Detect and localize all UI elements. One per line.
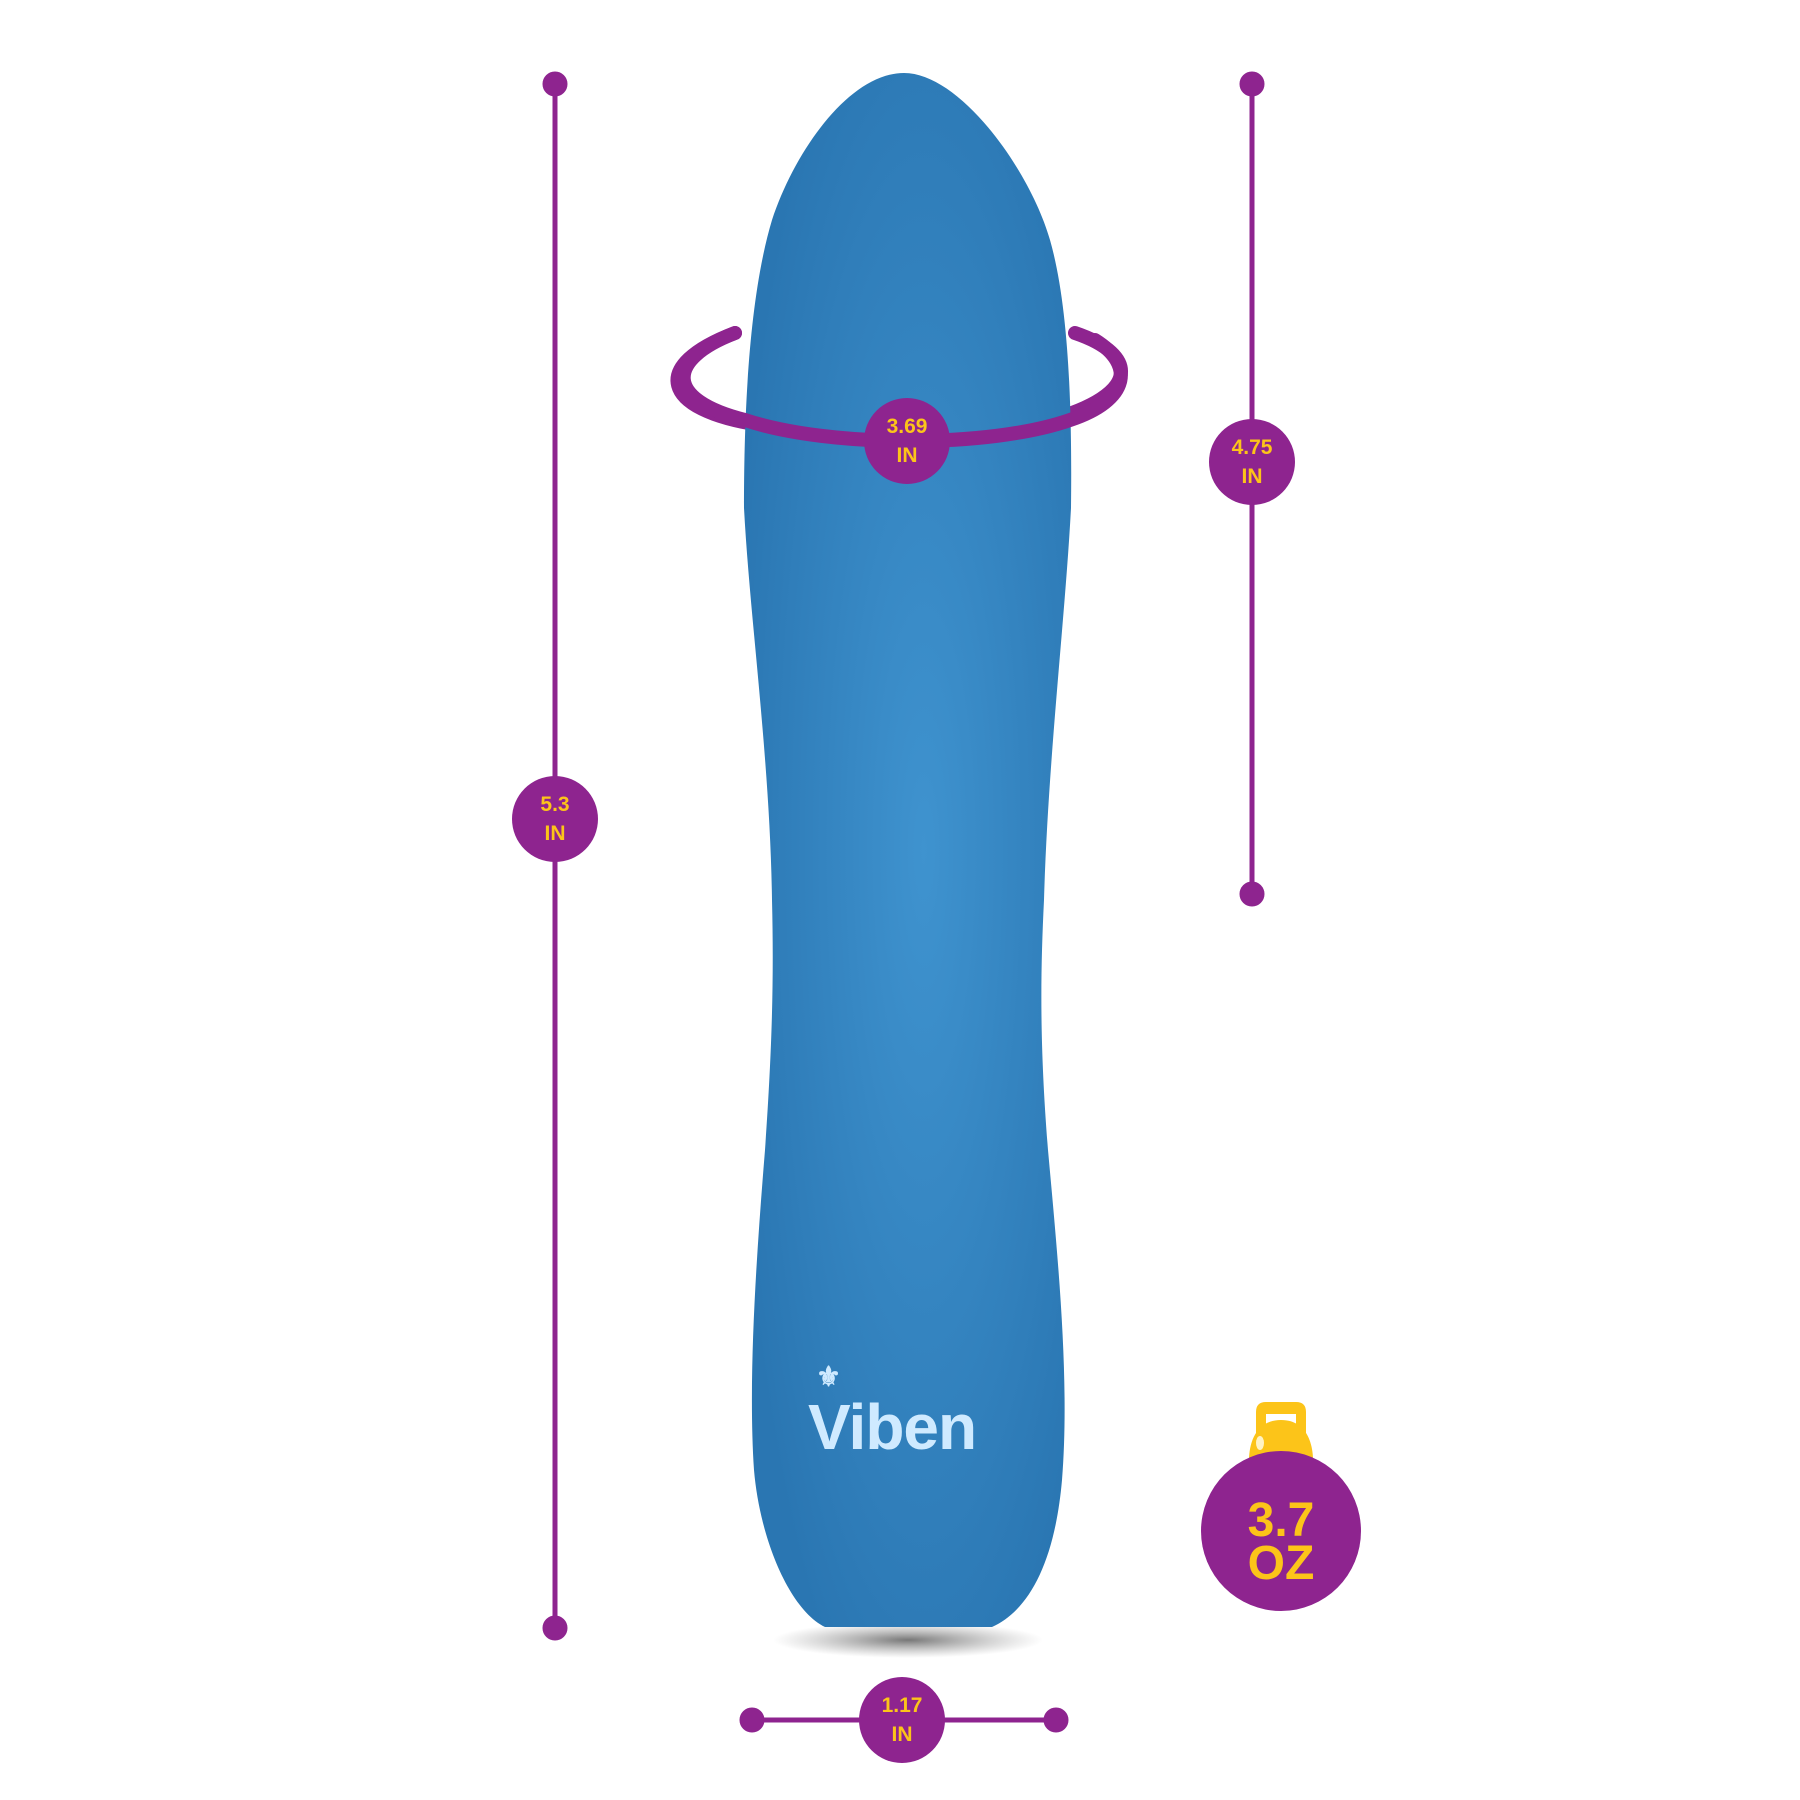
circumference-value: 3.69 (886, 414, 928, 438)
weight-value: 3.7 (1247, 1493, 1315, 1547)
diameter-value: 1.17 (881, 1693, 923, 1717)
total-length-unit: IN (544, 822, 566, 845)
diameter-unit: IN (891, 1723, 913, 1746)
insertable-length-value: 4.75 (1231, 435, 1273, 459)
circumference-ring-front (738, 333, 1128, 448)
total-length-value: 5.3 (540, 792, 570, 816)
brand-logo: ⚜Viben (808, 1361, 977, 1463)
circumference-unit: IN (896, 444, 918, 467)
product-shadow (773, 1622, 1043, 1658)
product-body (744, 73, 1072, 1627)
diameter-label: 1.17 IN (859, 1677, 945, 1763)
circumference-label: 3.69 IN (864, 398, 950, 484)
weight-unit: OZ (1247, 1537, 1315, 1590)
diameter-line (739, 1707, 1069, 1733)
total-length-label: 5.3 IN (512, 776, 598, 862)
insertable-length-label: 4.75 IN (1209, 419, 1295, 505)
weight-badge: 3.7 OZ (1201, 1451, 1361, 1611)
insertable-length-unit: IN (1241, 465, 1263, 488)
